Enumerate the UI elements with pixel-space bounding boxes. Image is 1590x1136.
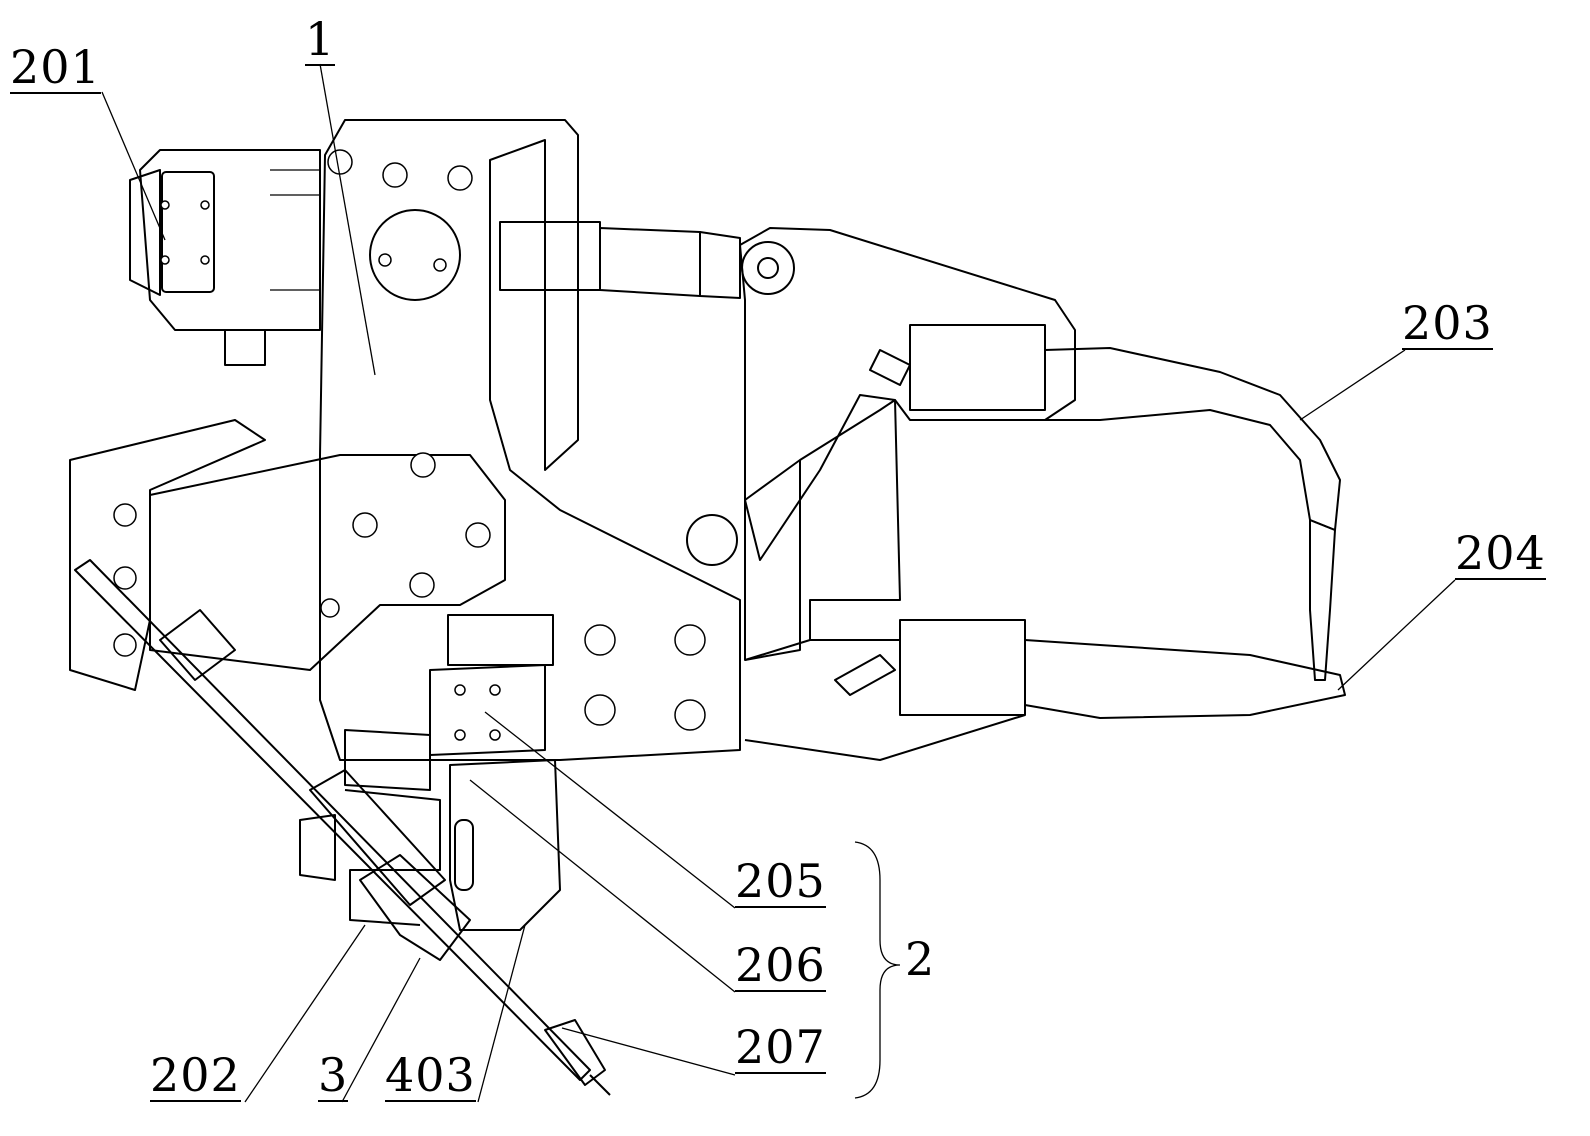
label-205: 205 (735, 858, 826, 908)
cylinder-and-upper-arm (500, 222, 1340, 680)
servo-motor (130, 150, 320, 365)
label-207: 207 (735, 1024, 826, 1074)
label-206: 206 (735, 942, 826, 992)
lower-plate (70, 420, 505, 690)
brace-2 (855, 842, 900, 1098)
label-2: 2 (905, 936, 935, 982)
label-403: 403 (385, 1052, 476, 1102)
label-201: 201 (10, 44, 101, 94)
label-203: 203 (1402, 300, 1493, 350)
label-202: 202 (150, 1052, 241, 1102)
label-1: 1 (305, 16, 335, 66)
label-3: 3 (318, 1052, 348, 1102)
label-204: 204 (1455, 530, 1546, 580)
lower-arm (585, 350, 1345, 760)
